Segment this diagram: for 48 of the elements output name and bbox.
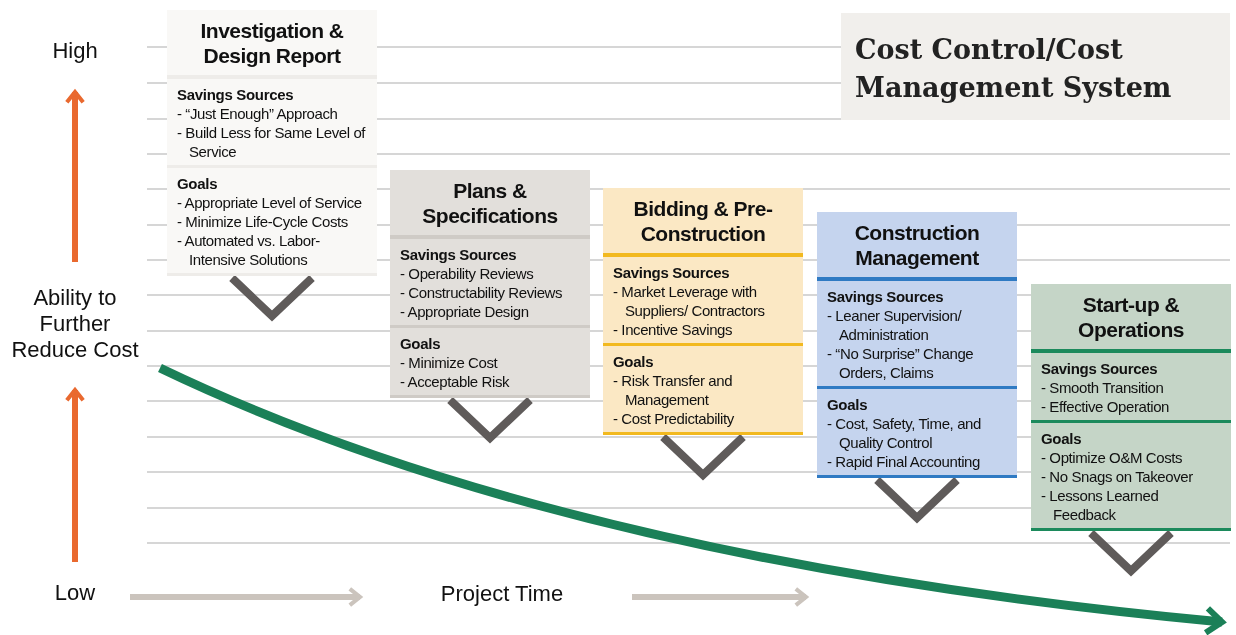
section-heading: Savings Sources xyxy=(613,263,731,282)
list-item: - Constructability Reviews xyxy=(400,283,564,302)
list-item: - Cost Predictability xyxy=(613,409,735,428)
stage-title: Plans & Specifications xyxy=(390,170,590,239)
list-item: - Lessons Learned Feedback xyxy=(1041,486,1160,524)
list-item: - Incentive Savings xyxy=(613,320,734,339)
section-heading: Goals xyxy=(827,395,869,414)
section-heading: Goals xyxy=(400,334,442,353)
list-item: - Appropriate Design xyxy=(400,302,530,321)
section-heading: Savings Sources xyxy=(400,245,518,264)
list-item: - Build Less for Same Level of Service xyxy=(177,123,367,161)
list-item: - Market Leverage with Suppliers/ Contractors xyxy=(613,282,766,320)
stage-card xyxy=(390,170,590,398)
list-item: - No Snags on Takeover xyxy=(1041,467,1194,486)
axis-label: Ability to Further Reduce Cost xyxy=(10,285,140,363)
list-item: - Automated vs. Labor-Intensive Solutions xyxy=(177,231,321,269)
list-item: - Effective Operation xyxy=(1041,397,1171,416)
list-item: - Acceptable Risk xyxy=(400,372,511,391)
list-item: - Operability Reviews xyxy=(400,264,535,283)
list-item: - Cost, Safety, Time, and Quality Control xyxy=(827,414,982,452)
axis-label: Project Time xyxy=(439,581,565,607)
axis-label: High xyxy=(51,38,99,64)
list-item: - Minimize Cost xyxy=(400,353,499,372)
stage-title: Bidding & Pre-Construction xyxy=(603,188,803,257)
stage-card xyxy=(603,188,803,435)
stage-card xyxy=(167,10,377,276)
stage-title: Investigation & Design Report xyxy=(167,10,377,79)
list-item: - Minimize Life-Cycle Costs xyxy=(177,212,349,231)
list-item: - Leaner Supervision/ Administration xyxy=(827,306,963,344)
list-item: - Appropriate Level of Service xyxy=(177,193,363,212)
list-item: - Rapid Final Accounting xyxy=(827,452,981,471)
title: Cost Control/Cost Management System xyxy=(841,13,1230,120)
list-item: - “No Surprise” Change Orders, Claims xyxy=(827,344,975,382)
stage-card xyxy=(1031,284,1231,531)
stage-title: Start-up & Operations xyxy=(1031,284,1231,353)
axis-label: Low xyxy=(53,580,97,606)
list-item: - Optimize O&M Costs xyxy=(1041,448,1184,467)
stage-card xyxy=(817,212,1017,478)
stage-title: Construction Management xyxy=(817,212,1017,281)
section-heading: Savings Sources xyxy=(177,85,295,104)
section-heading: Goals xyxy=(177,174,219,193)
section-heading: Savings Sources xyxy=(1041,359,1159,378)
list-item: - “Just Enough” Approach xyxy=(177,104,339,123)
section-heading: Goals xyxy=(1041,429,1083,448)
section-heading: Goals xyxy=(613,352,655,371)
list-item: - Risk Transfer and Management xyxy=(613,371,734,409)
section-heading: Savings Sources xyxy=(827,287,945,306)
list-item: - Smooth Transition xyxy=(1041,378,1165,397)
